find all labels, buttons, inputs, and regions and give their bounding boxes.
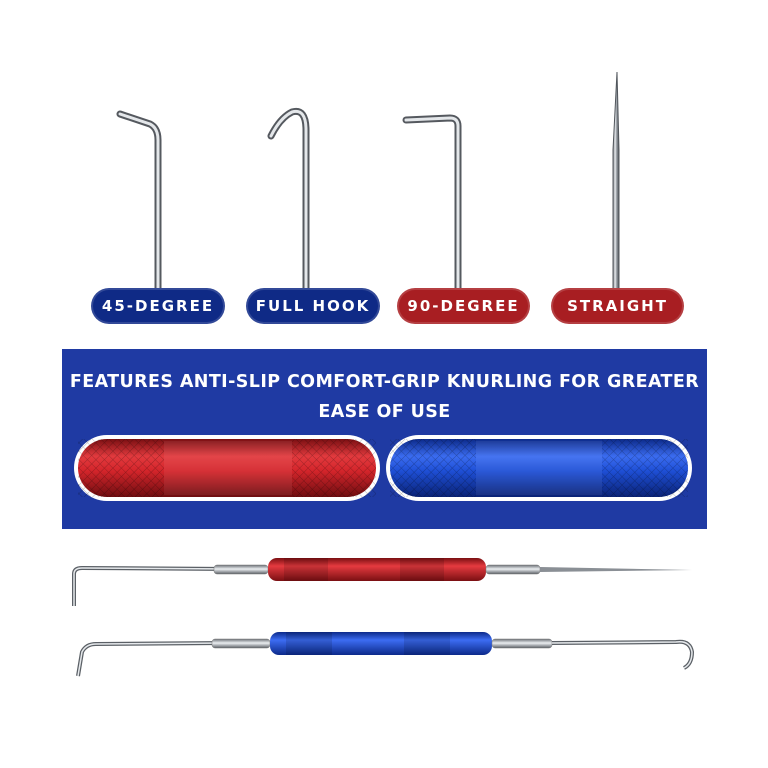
tip-label-90-degree: 90-DEGREE [397,288,530,324]
blue-grip-closeup [386,435,692,501]
45-degree-pick-tip [116,110,162,290]
banner-line-2: EASE OF USE [318,402,451,422]
grip-closeups [74,435,692,501]
straight-pick-tip [612,71,620,290]
pick-tips-illustration [116,71,620,290]
tip-label-45-degree: 45-DEGREE [91,288,225,324]
banner-line-1: FEATURES ANTI-SLIP COMFORT-GRIP KNURLING… [69,372,700,392]
red-double-ended-pick [72,558,692,606]
red-grip-closeup [74,435,380,501]
tip-label-full-hook: FULL HOOK [246,288,380,324]
pick-tools-illustration [72,558,695,677]
tip-label-straight: STRAIGHT [551,288,684,324]
full-hook-pick-tip [267,107,310,290]
blue-double-ended-pick [76,632,695,677]
feature-banner-text: FEATURES ANTI-SLIP COMFORT-GRIP KNURLING… [62,367,707,427]
90-degree-pick-tip [402,114,462,290]
